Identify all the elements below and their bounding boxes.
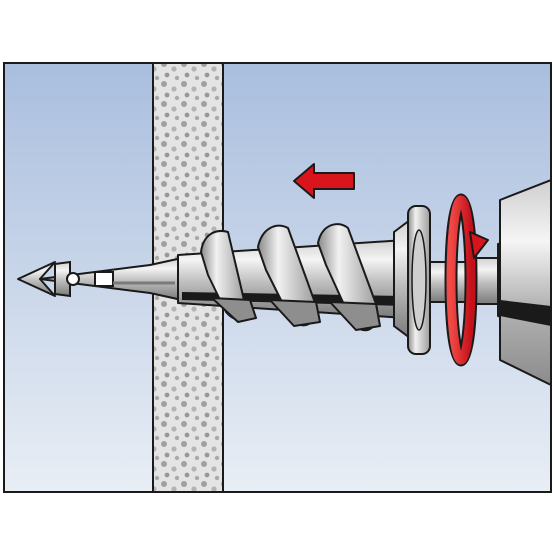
drill-tip xyxy=(17,257,183,301)
thread-flights xyxy=(200,223,381,332)
scene-frame xyxy=(3,62,552,493)
arrow-left-icon xyxy=(293,163,355,199)
clockwise-rotation-icon xyxy=(444,193,489,367)
anchor-head xyxy=(393,205,471,355)
